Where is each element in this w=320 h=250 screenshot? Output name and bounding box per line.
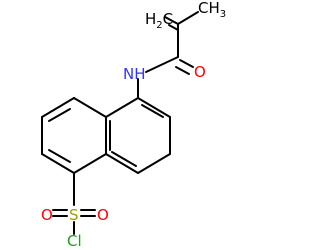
ring-bond-1 (137, 97, 171, 118)
sulfonyl-chloride-group (52, 209, 96, 235)
atom-nh: NH (123, 65, 146, 83)
molecule-structure: H2C CH3 NH O S O O Cl (41, 0, 226, 250)
ring-double-2 (111, 151, 137, 167)
atom-o-right: O (97, 206, 109, 224)
atom-methyl: CH3 (198, 0, 226, 20)
ring-double-4 (48, 108, 71, 122)
naphthalene-ring (41, 97, 171, 174)
ring-double-1 (141, 104, 164, 118)
bond-c-methyl (177, 11, 199, 25)
bond-carbonyl-o (179, 59, 194, 68)
atom-ch2-c: H2C (145, 10, 173, 31)
bond-carbonyl-n (145, 56, 179, 73)
bond-ch2-c (164, 16, 179, 25)
ring-bond-6 (105, 97, 139, 118)
ring-bond-10 (41, 153, 75, 174)
atom-o-left: O (41, 206, 53, 224)
bond-ch2-c-double (168, 24, 179, 31)
ring-bond-4 (105, 153, 139, 174)
atom-cl: Cl (67, 232, 82, 250)
ring-bond-8 (41, 97, 75, 118)
ring-double-5 (48, 149, 71, 163)
ring-bond-7 (73, 97, 107, 118)
methacryloyl-group (145, 11, 199, 75)
atom-s: S (69, 206, 79, 224)
ring-bond-11 (73, 153, 107, 174)
atom-o-amide: O (194, 63, 206, 81)
bond-carbonyl-o-double (175, 66, 190, 75)
ring-bond-3 (137, 153, 171, 174)
